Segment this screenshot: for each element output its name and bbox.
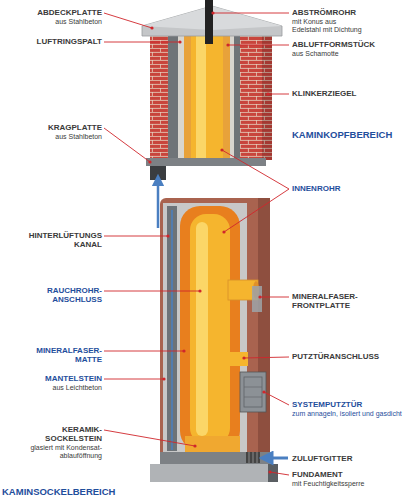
bracket-plate-shadow: [150, 166, 166, 180]
pipe-highlight: [196, 222, 208, 436]
part-label: MINERALFASER- FRONTPLATTE: [292, 292, 382, 310]
part-label: ZULUFTGITTER: [292, 454, 418, 463]
insulation-block: [168, 34, 240, 162]
inner-pipe: [190, 214, 230, 444]
leader-line: [104, 13, 152, 28]
part-note: mit Feuchtigkeitssperre: [292, 480, 418, 488]
leader-line: [222, 150, 289, 189]
exhaust-fitting: [184, 34, 230, 162]
part-label: FUNDAMENT: [292, 470, 418, 479]
door-connection: [228, 352, 248, 366]
mineral-wool-mat: [180, 206, 240, 451]
ventilation-channel: [167, 206, 177, 451]
leader-dot: [193, 444, 196, 447]
leader-dot: [220, 148, 223, 151]
air-grille: [246, 452, 260, 463]
leader-line: [264, 392, 289, 405]
part-note: aus Schamotte: [292, 50, 418, 58]
ventilation-line: [171, 210, 173, 450]
part-label: RAUCHROHR- ANSCHLUSS: [22, 286, 102, 304]
chimney-shaft: [150, 198, 288, 482]
part-label: SYSTEMPUTZTÜR: [292, 400, 418, 409]
part-note: glasiert mit Kondensat- ablauföffnung: [2, 444, 102, 460]
air-flow-arrow: [157, 180, 160, 228]
ceramic-base: [185, 436, 240, 454]
part-note: aus Stahlbeton: [2, 18, 102, 26]
part-label: KRAGPLATTE: [2, 123, 102, 132]
section-label: KAMINKOPFBEREICH: [292, 130, 418, 141]
leader-line: [244, 357, 289, 358]
foundation: [150, 464, 278, 482]
supply-air-arrow: [266, 457, 288, 460]
part-label: KLINKERZIEGEL: [292, 89, 418, 98]
leader-dot: [148, 160, 151, 163]
leader-dot: [150, 26, 153, 29]
pipe-highlight: [196, 34, 206, 162]
leader-line: [104, 236, 168, 237]
leader-dots: [148, 11, 271, 473]
base-stone: [160, 452, 270, 464]
part-label: ABSTRÖMROHR: [292, 8, 418, 17]
part-label: MINERALFASER- MATTE: [12, 346, 102, 364]
leader-line: [213, 13, 289, 14]
cleaning-door: [240, 372, 266, 412]
leader-dot: [182, 349, 185, 352]
grille-bar: [253, 452, 254, 463]
section-label: KAMINSOCKELBEREICH: [2, 487, 152, 498]
mantle-shade: [258, 198, 270, 460]
wall-shade: [262, 34, 272, 160]
outlet-pipe: [205, 0, 213, 44]
leader-line: [104, 351, 184, 352]
air-gap: [178, 34, 234, 162]
grille-bar: [249, 452, 250, 463]
leader-line: [104, 430, 195, 446]
door-frame: [244, 377, 262, 407]
leader-line: [104, 291, 200, 292]
leader-dot: [226, 43, 229, 46]
front-plate: [252, 286, 262, 312]
leader-line: [104, 379, 164, 380]
leader-line: [270, 472, 289, 475]
part-label: ABDECKPLATTE: [2, 8, 102, 17]
part-label: HINTERLÜFTUNGS KANAL: [10, 231, 102, 249]
leader-dot: [198, 289, 201, 292]
chimney-head: [142, 0, 282, 228]
door-rib: [244, 397, 262, 398]
part-label: INNENROHR: [292, 184, 418, 193]
part-note: mit Konus aus Edelstahl mit Dichtung: [292, 18, 366, 34]
leader-dot: [258, 295, 261, 298]
grille-bar: [257, 452, 258, 463]
leader-lines: [104, 13, 289, 475]
leader-dot: [166, 234, 169, 237]
part-label: MANTELSTEIN: [2, 374, 102, 383]
leader-line: [228, 45, 289, 46]
leader-dot: [242, 356, 245, 359]
mantle-cut: [163, 203, 247, 453]
leader-dot: [266, 92, 269, 95]
part-note: zum annageln, isoliert und gasdicht: [292, 410, 402, 418]
part-label: KERAMIK- SOCKELSTEIN: [12, 425, 102, 443]
leader-line: [260, 297, 289, 298]
leader-dot: [268, 470, 271, 473]
door-rib: [244, 387, 262, 388]
leader-line: [104, 128, 150, 162]
leader-dot: [178, 40, 181, 43]
part-note: aus Stahlbeton: [2, 133, 102, 141]
part-label: ABLUFTFORMSTÜCK: [292, 40, 418, 49]
part-note: aus Leichtbeton: [2, 384, 102, 392]
leader-line: [104, 42, 180, 43]
leader-dot: [222, 230, 225, 233]
mantle-stone: [160, 198, 270, 460]
leader-line: [224, 189, 289, 232]
leader-dot: [262, 390, 265, 393]
part-label: PUTZTÜRANSCHLUSS: [292, 352, 418, 361]
leader-dot: [162, 377, 165, 380]
leader-line: [268, 94, 289, 95]
inner-pipe: [191, 34, 223, 162]
part-label: LUFTRINGSPALT: [2, 37, 102, 46]
leader-dot: [211, 11, 214, 14]
